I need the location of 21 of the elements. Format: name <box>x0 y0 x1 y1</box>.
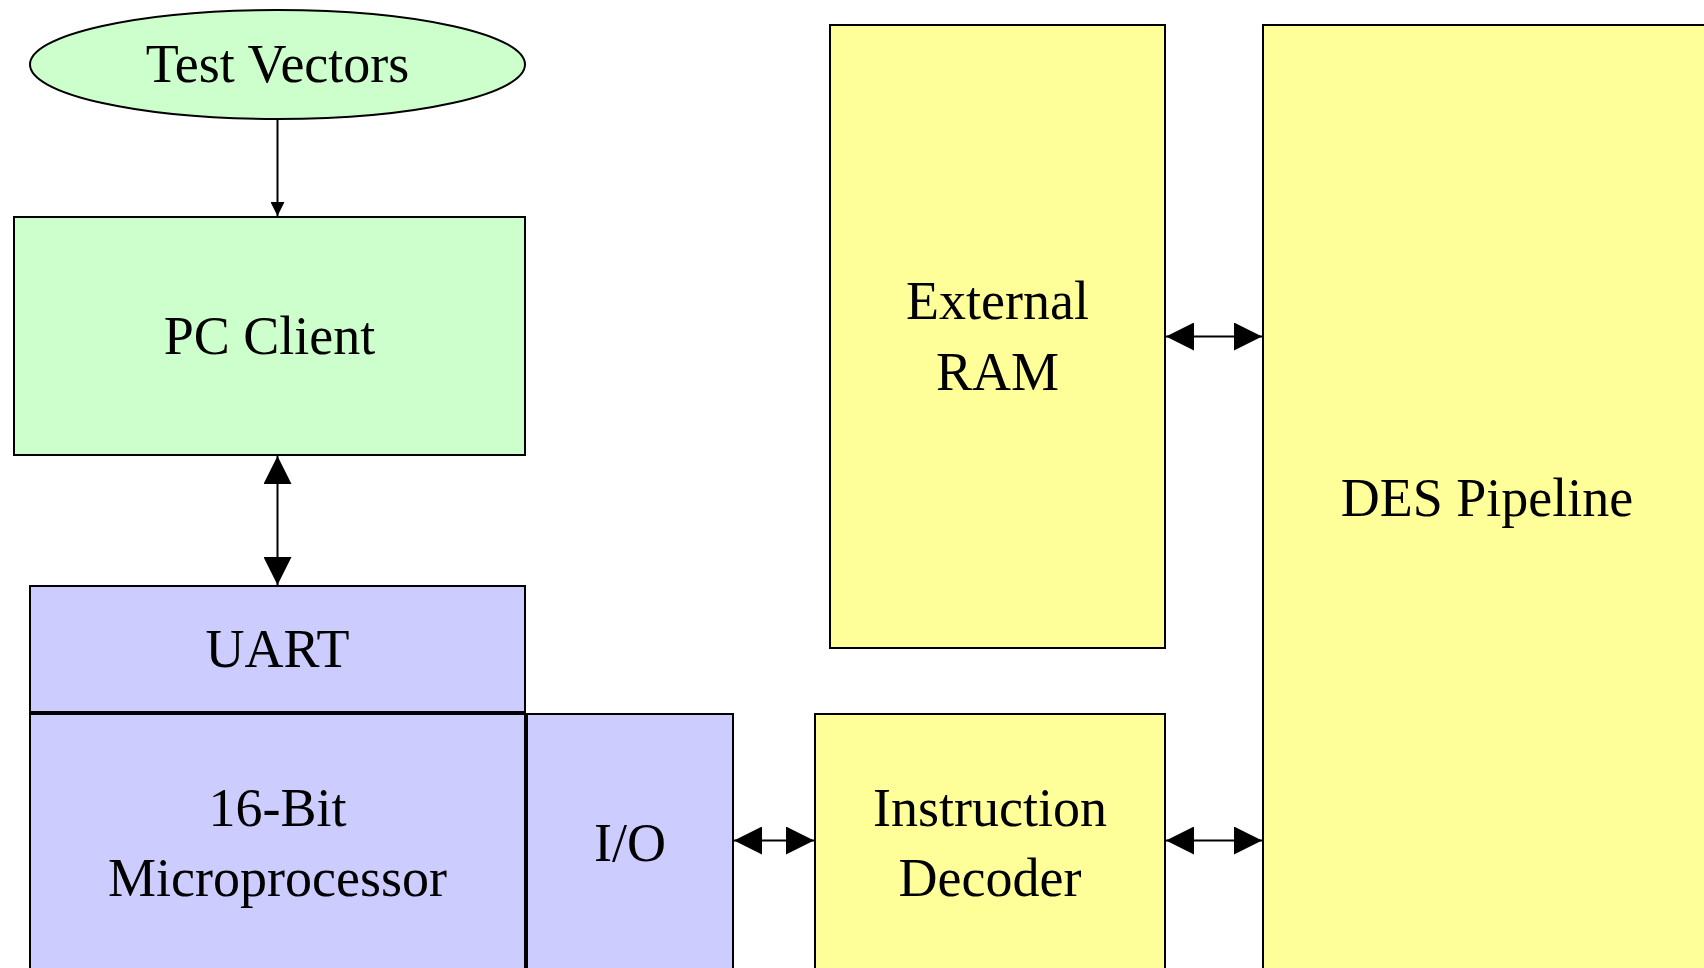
terminator-ellipse <box>29 9 526 120</box>
node-label: I/O <box>593 811 667 875</box>
arrow <box>1165 322 1263 351</box>
node-label: 16-Bit Microprocessor <box>107 776 448 910</box>
node-label: Instruction Decoder <box>872 776 1108 910</box>
process-box <box>1262 24 1704 968</box>
process-box <box>29 585 526 713</box>
arrow <box>1165 826 1263 855</box>
arrow <box>270 119 285 217</box>
node-label: Test Vectors <box>144 33 411 97</box>
process-box <box>29 713 526 968</box>
node-label: DES Pipeline <box>1339 467 1635 531</box>
process-box <box>13 216 526 456</box>
node-label: External RAM <box>905 270 1090 404</box>
process-box <box>829 24 1166 649</box>
node-label: UART <box>204 617 351 681</box>
arrow <box>733 826 815 855</box>
process-box <box>814 713 1166 968</box>
arrow <box>263 455 292 586</box>
process-box <box>526 713 734 968</box>
node-label: PC Client <box>162 304 377 368</box>
